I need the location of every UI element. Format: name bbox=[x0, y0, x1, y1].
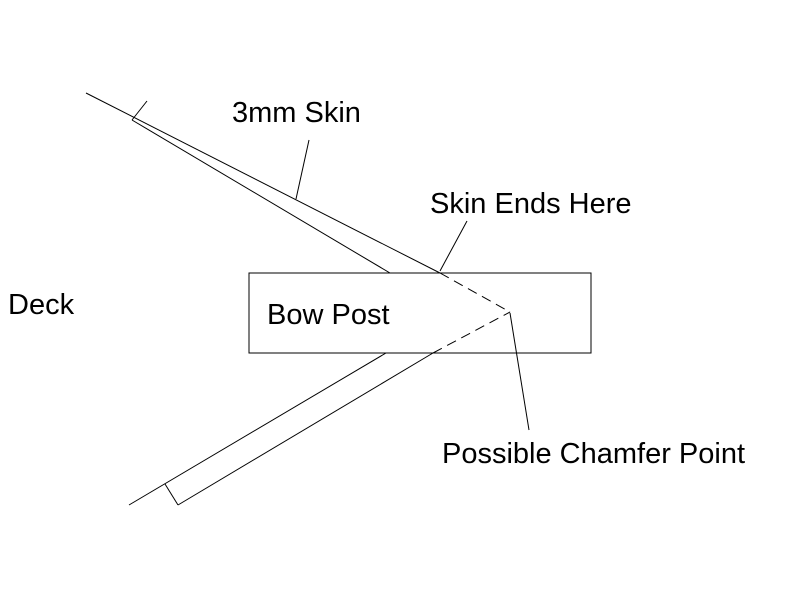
lower-hull-outer-line bbox=[128, 352, 387, 506]
lower-dashed-continuation bbox=[432, 311, 511, 354]
skin-label: 3mm Skin bbox=[232, 97, 361, 129]
bow-post-label: Bow Post bbox=[267, 299, 390, 331]
skin-ends-label: Skin Ends Here bbox=[430, 188, 632, 220]
bow-post-rectangle bbox=[248, 272, 592, 354]
chamfer-point-label: Possible Chamfer Point bbox=[442, 438, 746, 470]
upper-skin-end-cap bbox=[131, 100, 148, 121]
chamfer-leader-line bbox=[509, 312, 530, 431]
lower-skin-inner-line bbox=[177, 352, 434, 506]
upper-skin-inner-line bbox=[131, 119, 391, 274]
lower-skin-end-cap bbox=[164, 483, 179, 506]
deck-label: Deck bbox=[8, 289, 75, 321]
upper-dashed-continuation bbox=[439, 272, 511, 313]
skin-leader-line bbox=[295, 139, 310, 200]
skin-ends-leader-line bbox=[439, 220, 468, 272]
upper-hull-outer-line bbox=[85, 92, 441, 274]
